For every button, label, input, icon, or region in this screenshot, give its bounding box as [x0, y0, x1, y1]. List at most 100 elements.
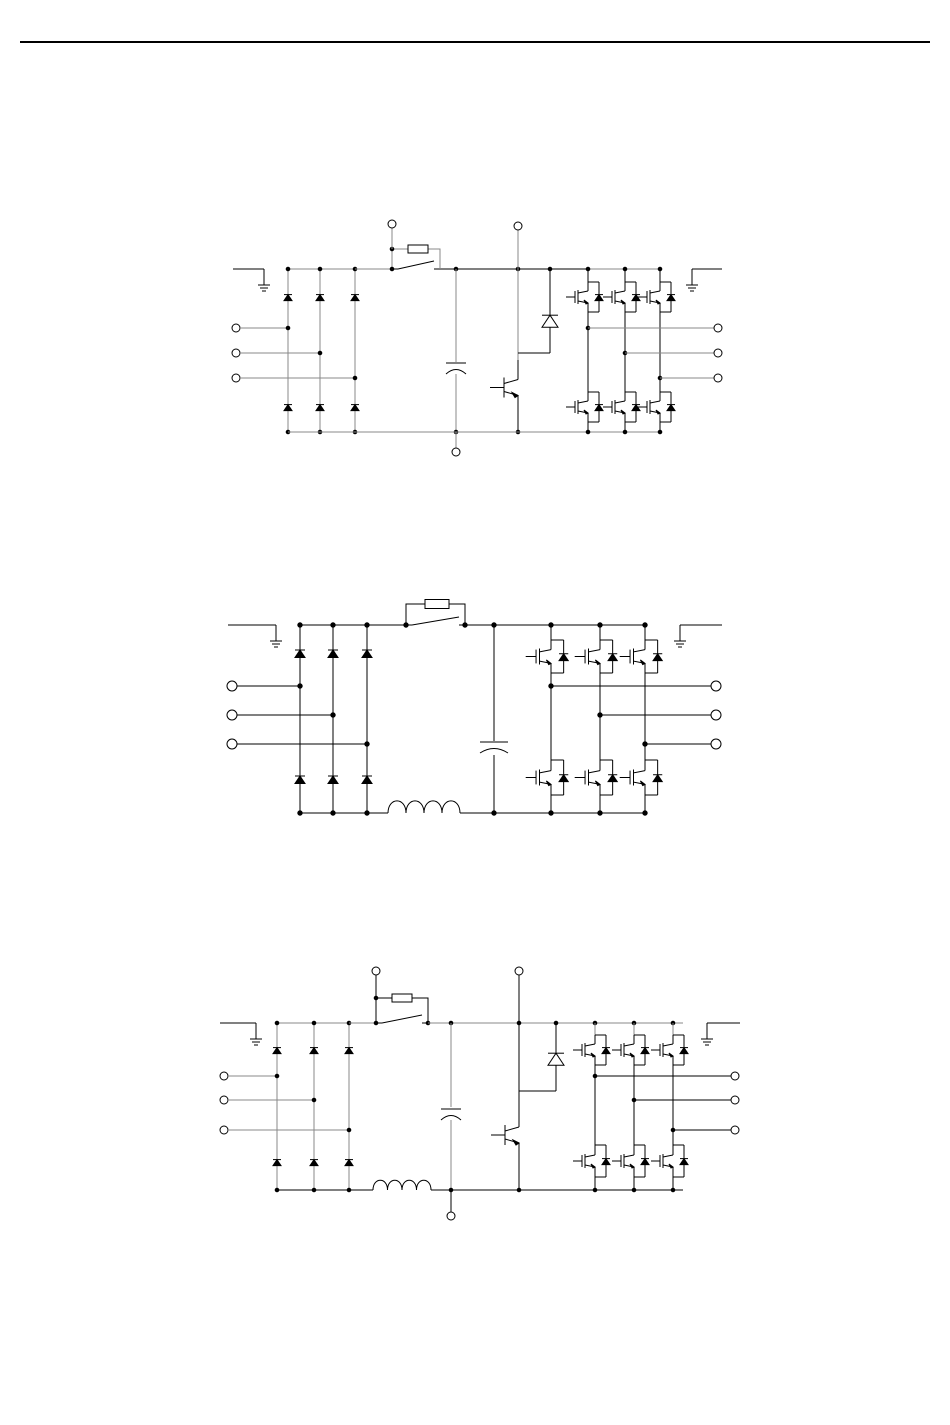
terminal	[452, 448, 460, 456]
terminal	[232, 349, 240, 357]
wire	[615, 291, 625, 293]
emitter-arrow	[640, 781, 645, 786]
wire	[578, 401, 588, 403]
emitter-arrow	[669, 1164, 673, 1168]
diode	[310, 1160, 318, 1166]
emitter-arrow	[656, 300, 660, 304]
brake-transistor	[490, 360, 518, 415]
diode-body	[680, 1048, 688, 1054]
emitter-arrow	[546, 781, 551, 786]
diode-body	[316, 295, 324, 301]
junction-dot	[312, 1098, 316, 1102]
diode	[345, 1048, 353, 1054]
igbt-switch	[638, 392, 675, 422]
diode	[362, 650, 372, 658]
diode-body	[653, 654, 662, 661]
junction-dot	[331, 713, 335, 717]
igbt-switch	[612, 1035, 649, 1065]
circuit-diagram-1	[0, 210, 950, 470]
wire	[504, 380, 518, 384]
dc-link-capacitor	[480, 742, 508, 753]
emitter-arrow	[595, 781, 600, 786]
igbt-switch	[575, 640, 618, 673]
junction-dot	[312, 1021, 316, 1025]
wire	[412, 617, 459, 625]
diode	[310, 1048, 318, 1054]
inductor-coil	[373, 1180, 431, 1190]
emitter-arrow	[621, 300, 625, 304]
wire	[589, 650, 601, 652]
terminal	[447, 1212, 455, 1220]
emitter-arrow	[584, 410, 588, 414]
ground-symbol	[686, 269, 722, 291]
diode	[602, 1159, 610, 1165]
wire	[540, 771, 552, 773]
junction-dot	[517, 1188, 521, 1192]
dc-choke-inductor	[388, 801, 460, 813]
diode-body	[680, 1159, 688, 1165]
diode-body	[273, 1160, 281, 1166]
junction-dot	[298, 623, 302, 627]
wire	[663, 1044, 673, 1046]
ground-symbol	[228, 625, 282, 647]
wire	[634, 650, 646, 652]
diode	[273, 1048, 281, 1054]
diode	[284, 405, 292, 411]
emitter-arrow	[630, 1053, 634, 1057]
igbt-switch	[575, 760, 618, 795]
igbt-switch	[651, 1145, 688, 1177]
emitter-arrow	[640, 660, 645, 665]
wire	[382, 1015, 422, 1023]
igbt-switch	[620, 640, 663, 673]
igbt-switch	[620, 760, 663, 795]
brake-transistor	[491, 1105, 519, 1165]
dc-link-capacitor	[446, 363, 466, 374]
terminal	[714, 324, 722, 332]
ground-symbol	[233, 269, 270, 291]
diode-body	[667, 405, 675, 411]
ground-symbol	[701, 1023, 740, 1045]
diode	[548, 1053, 564, 1065]
diode-body	[542, 315, 558, 327]
diode	[328, 650, 338, 658]
junction-dot	[331, 811, 335, 815]
terminal	[227, 710, 237, 720]
junction-dot	[365, 742, 369, 746]
diode-body	[362, 776, 372, 784]
circuit-diagram-3	[0, 955, 950, 1225]
wire	[578, 291, 588, 293]
diode-body	[284, 295, 292, 301]
diode-body	[595, 405, 603, 411]
precharge-switch	[392, 261, 440, 269]
diode	[641, 1159, 649, 1165]
diode-body	[316, 405, 324, 411]
junction-dot	[318, 267, 322, 271]
resistor	[392, 994, 412, 1002]
junction-dot	[312, 1188, 316, 1192]
emitter-arrow	[630, 1164, 634, 1168]
diagram-1-wires	[232, 220, 722, 456]
emitter-arrow	[591, 1053, 595, 1057]
emitter-arrow	[513, 1140, 519, 1145]
precharge-switch	[376, 1015, 428, 1023]
diode	[559, 654, 568, 661]
wire	[663, 1155, 673, 1157]
ground-symbol	[674, 625, 722, 647]
diode	[295, 776, 305, 784]
resistor	[425, 600, 449, 609]
diode	[273, 1160, 281, 1166]
junction-dot	[374, 1021, 378, 1025]
diode-body	[295, 776, 305, 784]
igbt-switch	[612, 1145, 649, 1177]
wire	[398, 261, 434, 269]
diode	[608, 654, 617, 661]
diode	[328, 776, 338, 784]
diagram-3-wires	[220, 967, 740, 1220]
terminal	[714, 349, 722, 357]
junction-dot	[318, 351, 322, 355]
terminal	[515, 967, 523, 975]
diode	[632, 405, 640, 411]
emitter-arrow	[584, 300, 588, 304]
inductor-coil	[388, 801, 460, 813]
wire	[624, 1044, 634, 1046]
